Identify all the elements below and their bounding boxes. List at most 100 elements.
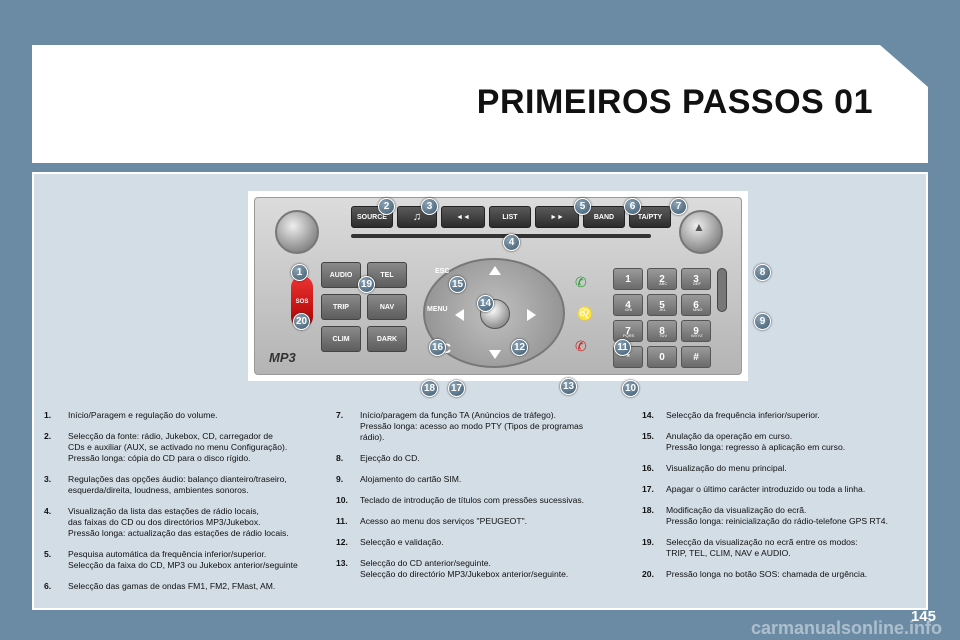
legend-number: 13. — [336, 558, 348, 568]
callout-18: 18 — [421, 380, 438, 397]
legend-text: Acesso ao menu dos serviços "PEUGEOT". — [360, 516, 528, 526]
legend-number: 10. — [336, 495, 348, 505]
legend-item: 7.Início/paragem da função TA (Anúncios … — [336, 410, 616, 443]
legend-item: 16.Visualização do menu principal. — [642, 463, 922, 474]
prev-button: ◄◄ — [441, 206, 485, 228]
legend-text: Ejecção do CD. — [360, 453, 420, 463]
keypad-key: 9 — [681, 320, 711, 342]
legend-column-3: 14.Selecção da frequência inferior/super… — [642, 410, 922, 590]
header-panel: PRIMEIROS PASSOS 01 — [32, 45, 928, 163]
page-title: PRIMEIROS PASSOS 01 — [476, 83, 873, 121]
legend-item: 1. Início/Paragem e regulação do volume. — [44, 410, 334, 421]
radio-faceplate: ▲ SOURCE ♫ ◄◄ LIST ►► BAND TA/PTY SOS AU… — [254, 197, 742, 375]
legend-item: 19.Selecção da visualização no ecrã entr… — [642, 537, 922, 559]
legend-item: 12. Selecção e validação. — [336, 537, 616, 548]
legend-text: Selecção e validação. — [360, 537, 444, 547]
legend-item: 9. Alojamento do cartão SIM. — [336, 474, 616, 485]
legend-number: 1. — [44, 410, 52, 420]
legend-item: 15.Anulação da operação em curso. Pressã… — [642, 431, 922, 453]
legend-number: 17. — [642, 484, 654, 494]
page-number: 145 — [910, 608, 936, 625]
legend-number: 15. — [642, 431, 654, 441]
ta-pty-button: TA/PTY — [629, 206, 671, 228]
eject-knob — [679, 210, 723, 254]
phone-answer-icon: ✆ — [575, 274, 587, 290]
keypad-letters: ABC — [659, 281, 668, 286]
callout-8: 8 — [754, 264, 771, 281]
legend-item: 13.Selecção do CD anterior/seguinte. Sel… — [336, 558, 616, 580]
keypad-key: 3 — [681, 268, 711, 290]
legend-text: Visualização do menu principal. — [666, 463, 787, 473]
callout-14: 14 — [477, 295, 494, 312]
esc-label: ESC — [435, 268, 450, 275]
nav-button: NAV — [367, 294, 407, 320]
sim-card-slot — [717, 268, 727, 312]
list-button: LIST — [489, 206, 531, 228]
keypad-letters: WXYZ — [691, 333, 703, 338]
keypad-letters: GHI — [625, 307, 633, 312]
legend-text: Pressão longa no botão SOS: chamada de u… — [666, 569, 868, 579]
keypad-key: 6 — [681, 294, 711, 316]
legend-item: 8. Ejecção do CD. — [336, 453, 616, 464]
legend-item: 17. Apagar o último carácter introduzido … — [642, 484, 922, 495]
keypad-letters: TUV — [659, 333, 667, 338]
callout-13: 13 — [560, 378, 577, 395]
keypad-key: 7 — [613, 320, 643, 342]
down-arrow-icon — [489, 350, 501, 359]
legend-column-1: 1.Início/Paragem e regulação do volume. … — [44, 410, 334, 602]
legend-number: 12. — [336, 537, 348, 547]
menu-label: MENU — [427, 306, 448, 313]
callout-6: 6 — [624, 198, 641, 215]
legend-number: 14. — [642, 410, 654, 420]
keypad-letters: JKL — [659, 307, 666, 312]
right-arrow-icon — [527, 309, 536, 321]
legend-text: Selecção da visualização no ecrã entre o… — [666, 537, 858, 558]
legend-column-2: 7.Início/paragem da função TA (Anúncios … — [336, 410, 616, 590]
callout-17: 17 — [448, 380, 465, 397]
legend-number: 20. — [642, 569, 654, 579]
legend-item: 11. Acesso ao menu dos serviços "PEUGEOT"… — [336, 516, 616, 527]
keypad-key: 8 — [647, 320, 677, 342]
trip-button: TRIP — [321, 294, 361, 320]
callout-19: 19 — [358, 276, 375, 293]
callout-15: 15 — [449, 276, 466, 293]
callout-4: 4 — [503, 234, 520, 251]
legend-text: Alojamento do cartão SIM. — [360, 474, 462, 484]
callout-16: 16 — [429, 339, 446, 356]
callout-5: 5 — [574, 198, 591, 215]
callout-20: 20 — [293, 313, 310, 330]
legend-number: 11. — [336, 516, 348, 526]
legend-item: 10.Teclado de introdução de títulos com … — [336, 495, 616, 506]
legend-item: 14.Selecção da frequência inferior/super… — [642, 410, 922, 421]
keypad-letters: DEF — [693, 281, 701, 286]
legend-item: 20. Pressão longa no botão SOS: chamada d… — [642, 569, 922, 580]
keypad-key: 4 — [613, 294, 643, 316]
dark-button: DARK — [367, 326, 407, 352]
keypad-key: 1 — [613, 268, 643, 290]
callout-12: 12 — [511, 339, 528, 356]
legend-number: 8. — [336, 453, 344, 463]
cd-slot — [351, 234, 651, 238]
legend-number: 18. — [642, 505, 654, 515]
mp3-logo: MP3 — [269, 350, 296, 365]
legend-item: 4.Visualização da lista das estações de … — [44, 506, 334, 539]
keypad-key: 5 — [647, 294, 677, 316]
callout-9: 9 — [754, 313, 771, 330]
legend-text: Pesquisa automática da frequência inferi… — [68, 549, 298, 570]
peugeot-lion-icon: ♌ — [577, 306, 594, 321]
content-panel: ▲ SOURCE ♫ ◄◄ LIST ►► BAND TA/PTY SOS AU… — [32, 172, 928, 610]
eject-icon: ▲ — [693, 220, 705, 234]
phone-hangup-icon: ✆ — [575, 338, 587, 354]
legend-number: 6. — [44, 581, 52, 591]
clim-button: CLIM — [321, 326, 361, 352]
legend-number: 9. — [336, 474, 344, 484]
audio-button: AUDIO — [321, 262, 361, 288]
legend-text: Modificação da visualização do ecrã. Pre… — [666, 505, 888, 526]
left-arrow-icon — [455, 309, 464, 321]
callout-1: 1 — [291, 264, 308, 281]
callout-10: 10 — [622, 380, 639, 397]
keypad-letters: MNO — [693, 307, 703, 312]
legend-text: Apagar o último carácter introduzido ou … — [666, 484, 866, 494]
legend-text: Início/paragem da função TA (Anúncios de… — [360, 410, 584, 442]
legend-text: Início/Paragem e regulação do volume. — [68, 410, 218, 420]
